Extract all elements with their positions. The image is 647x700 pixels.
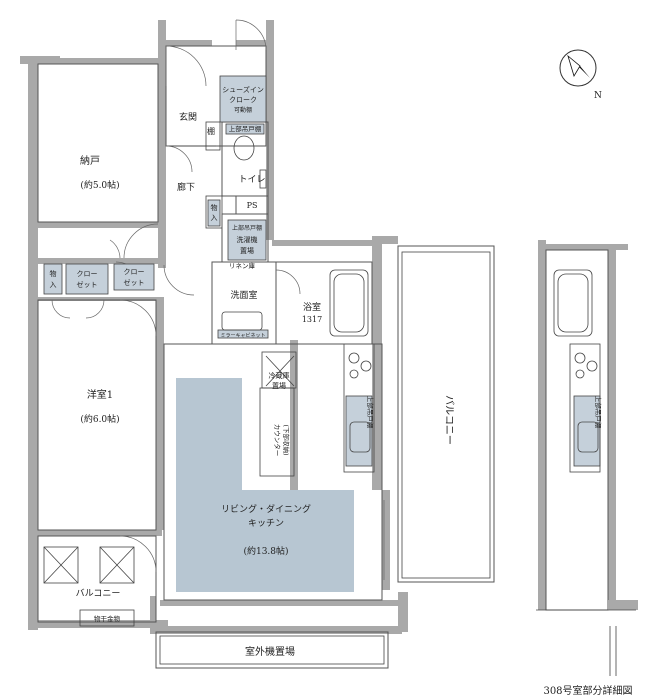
storage-room-size: (約5.0帖) [80,179,119,191]
kitchen-upper-label: 上部吊戸棚 [366,396,375,429]
washroom-label: 洗面室 [230,289,257,301]
compass-icon [559,49,597,87]
counter-label-1: (下部収納) [282,424,291,456]
laundry-upper-label: 上部吊戸棚 [232,224,262,232]
balcony-bottom-label: バルコニー [76,588,121,599]
entrance-label: 玄関 [179,111,197,123]
detail-upper-label-group: 上部吊戸棚 [594,396,603,429]
outer-walls [20,20,408,634]
ldk-size: (約13.8帖) [243,545,288,557]
ldk-label-line2: キッチン [248,518,284,529]
fridge-label-2: 置場 [272,381,286,390]
closet-a-label-1: クロー [77,270,98,278]
compass-north-label: N [594,91,602,101]
fixtures [221,135,372,453]
shoes-in-label-1: シューズイン [222,85,264,94]
closet-b [113,263,155,291]
toilet-upper-cabinet [225,123,265,135]
ldk-label-line1: リビング・ダイニング [221,503,311,515]
fridge-label-1: 冷蔵庫 [269,371,290,380]
closet-b-label-1: クロー [124,268,145,276]
pipe-space-label: PS [247,201,258,210]
corridor-storage [207,199,221,227]
interior-lines [37,45,495,669]
balcony-right-label-group: バルコニー [443,395,455,445]
western-room-label: 洋室1 [87,388,113,401]
left-storage-label-2: 入 [50,281,57,289]
shoes-in-label-2: クローク [229,96,257,104]
balcony-right-label: バルコニー [443,395,455,445]
detail-caption: 308号室部分詳細図 [543,684,632,697]
closet-a [65,263,109,295]
kitchen-upper-label-group: 上部吊戸棚 [366,396,375,429]
storage-room-label: 納戸 [80,154,100,167]
corridor-storage-label-1: 物 [211,203,218,212]
detail-upper-label: 上部吊戸棚 [594,396,603,429]
closet-a-label-2: ゼット [77,280,98,289]
detail-plan [536,240,638,676]
shelf-label: 棚 [207,126,215,136]
closet-storage-left [43,263,63,295]
corridor-storage-label-2: 入 [211,214,218,222]
bathroom-label: 浴室 [303,301,321,313]
toilet-upper-cabinet-label: 上部吊戸棚 [229,124,262,133]
closet-b-label-2: ゼット [124,278,145,287]
laundry-label-1: 洗濯機 [237,235,258,244]
linen-label: リネン庫 [229,261,256,270]
left-storage-label-1: 物 [50,269,57,278]
shoes-in-label-3: 可動棚 [234,106,252,114]
shoes-in-closet [219,75,267,123]
ldk-area [176,378,354,592]
mirror-cabinet-label: ミラーキャビネット [220,332,265,339]
counter-label: (下部収納) カウンター [273,424,291,457]
corridor-label: 廊下 [177,181,195,193]
western-room-size: (約6.0帖) [80,413,119,425]
toilet-label: トイレ [238,175,265,185]
drying-hardware-label: 物干金物 [94,614,121,623]
bathroom-size: 1317 [302,315,322,324]
laundry-area [227,219,267,261]
laundry-label-2: 置場 [240,246,254,255]
counter-label-2: カウンター [273,424,282,457]
ac-unit-area-label: 室外機置場 [245,645,295,658]
